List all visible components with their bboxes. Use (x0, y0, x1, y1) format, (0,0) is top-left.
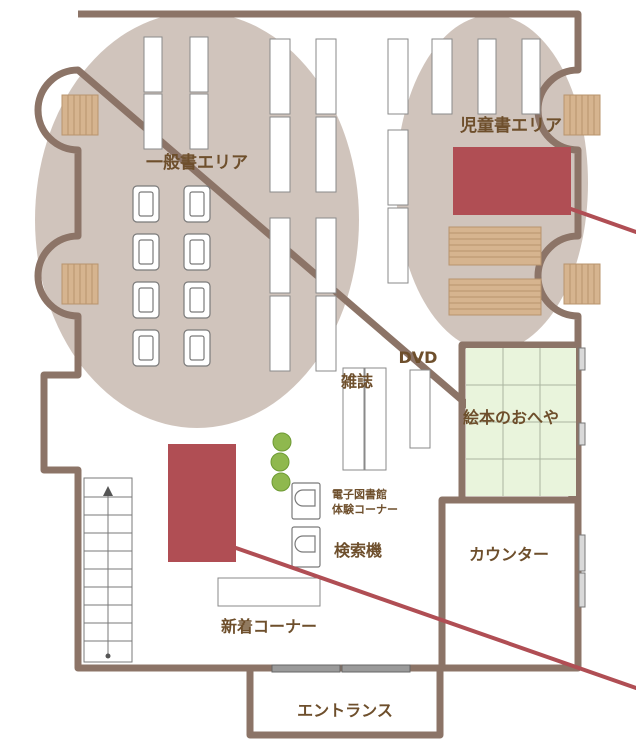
children-highlight-block (453, 147, 571, 215)
picture-book-room-label: 絵本のおへや (463, 408, 559, 427)
general-books-area-label: 一般書エリア (146, 152, 248, 173)
entrance-label: エントランス (297, 701, 393, 720)
wooden-benches (61, 94, 601, 316)
dvd-label: DVD (399, 348, 438, 367)
digital-library-label-line1: 電子図書館 (332, 487, 387, 501)
computer-terminal-icons (291, 482, 321, 568)
pointer-lines (234, 207, 636, 690)
dvd-rack (409, 369, 431, 449)
staircase (83, 477, 133, 663)
right-windows (578, 347, 586, 608)
bookshelves-children (387, 38, 541, 284)
building-walls (34, 10, 582, 739)
counter-label: カウンター (469, 545, 549, 564)
magazine-rack (342, 367, 387, 471)
search-terminal-label: 検索機 (334, 541, 382, 560)
general-highlight-block (168, 444, 236, 562)
picture-book-room-floor (466, 348, 576, 496)
bookshelves-general (143, 36, 337, 372)
digital-library-label-line2: 体験コーナー (332, 502, 398, 516)
new-arrivals-table (217, 577, 321, 607)
children-books-area-label: 児童書エリア (459, 115, 562, 136)
reading-chairs (132, 185, 211, 367)
entrance-doors (271, 664, 411, 673)
magazines-label: 雑誌 (340, 372, 373, 391)
new-arrivals-label: 新着コーナー (221, 617, 317, 636)
plant-icons (270, 432, 292, 492)
